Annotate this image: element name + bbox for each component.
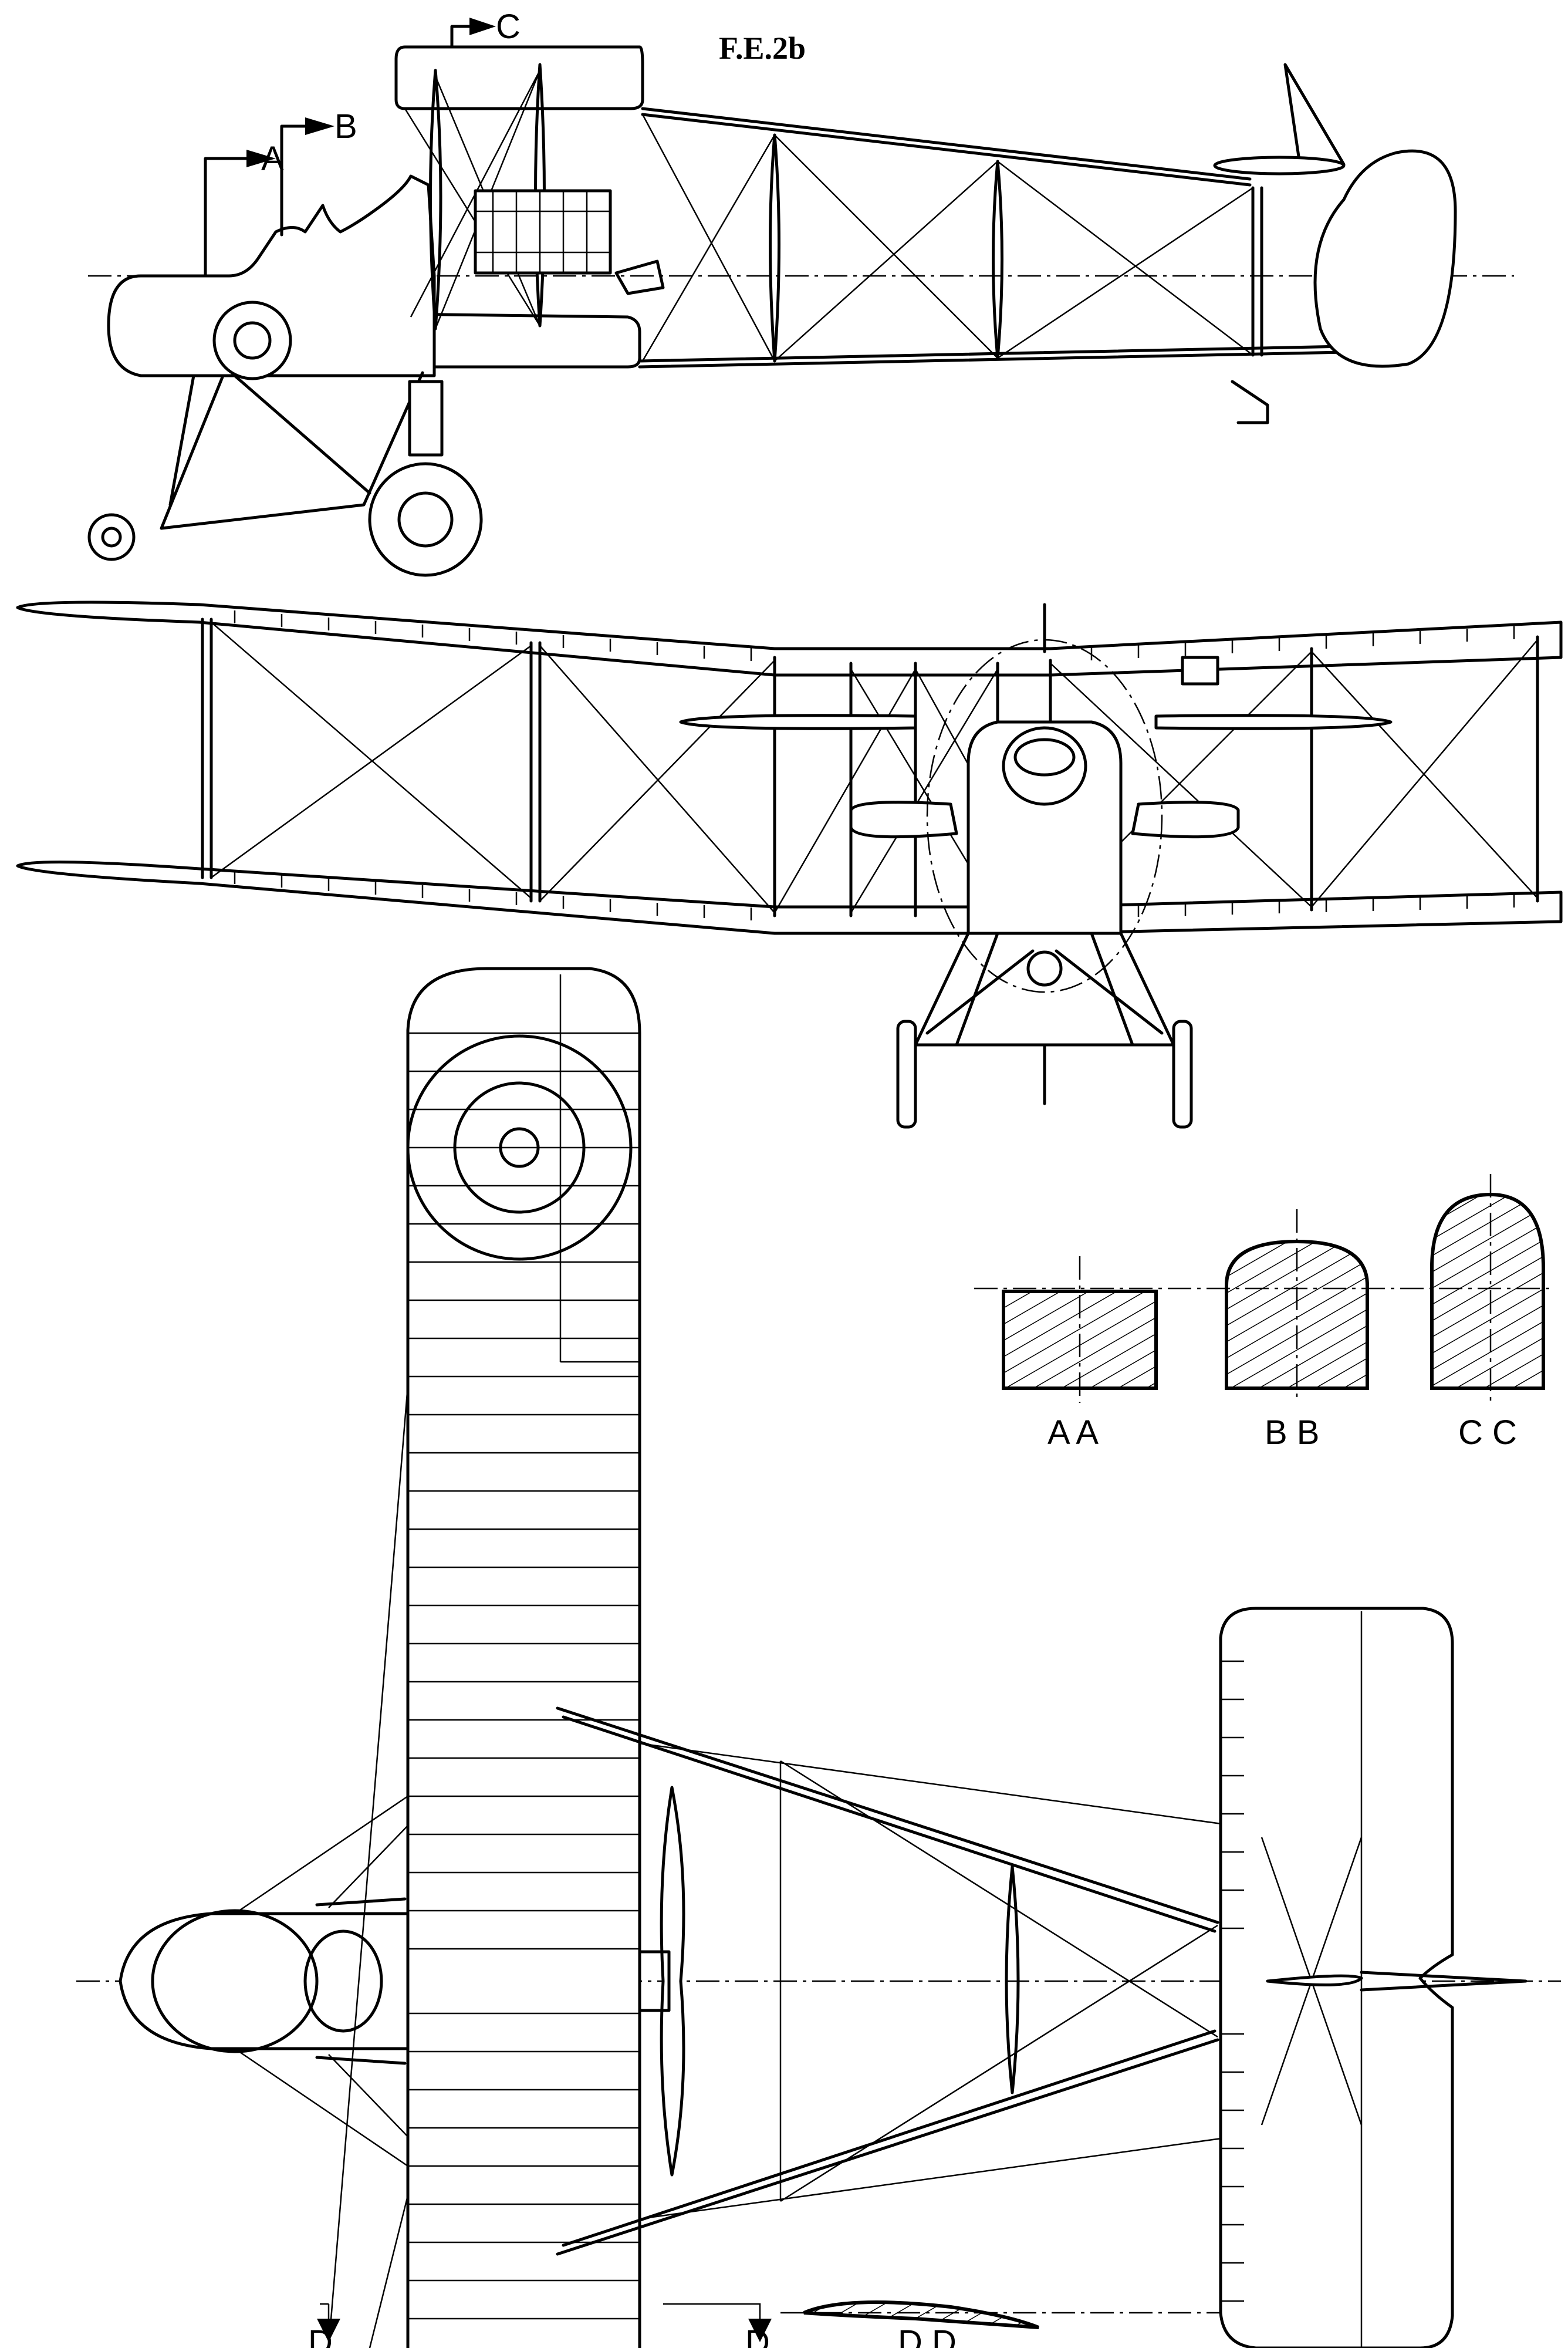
cross-sections: A A B B C C: [974, 1174, 1549, 1452]
section-marker-d-right-label: D: [745, 2323, 770, 2348]
plan-bracing-wires: [639, 1742, 1362, 2220]
side-engine: [474, 189, 612, 275]
plan-nacelle: [119, 1912, 410, 2050]
plan-wing-ribs: [408, 1032, 640, 2320]
plan-view: D D D D: [76, 967, 1561, 2348]
plan-tail-booms-inner: [562, 1715, 1216, 2247]
section-marker-c-arrow: [469, 18, 496, 35]
drawing-title: F.E.2b: [719, 31, 806, 66]
side-oleo-leg: [408, 380, 444, 457]
front-upper-wing: [16, 601, 1563, 677]
side-lower-boom-edge: [638, 345, 1346, 363]
plan-roundel-outer: [406, 1034, 633, 1261]
front-propeller-disc: [926, 639, 1163, 993]
side-propeller-hub: [614, 259, 665, 295]
section-cc-label: C C: [1458, 1413, 1517, 1452]
front-tailplane-left: [679, 714, 917, 730]
front-tank-left: [849, 801, 958, 839]
section-dd-label: D D: [898, 2323, 957, 2348]
plan-rear-cockpit: [303, 1929, 383, 2033]
side-main-wheel: [368, 462, 483, 577]
front-bracing-wires: [211, 622, 1538, 913]
side-engine-cylinders: [475, 191, 610, 273]
front-tailplane-right: [1154, 714, 1393, 730]
side-skid-wheel-hub: [101, 527, 122, 548]
section-marker-d-left-arrow: [317, 2319, 340, 2342]
section-marker-b-arrow: [305, 117, 334, 135]
side-rudder: [1313, 149, 1457, 368]
front-cockpit-opening: [1013, 738, 1076, 777]
side-lower-boom: [638, 350, 1346, 369]
side-upper-wing: [394, 45, 644, 110]
side-upper-boom: [641, 107, 1252, 181]
section-marker-c-label: C: [496, 8, 521, 46]
front-undercarriage-struts: [914, 932, 1175, 1047]
section-dd-airfoil: [803, 2300, 1040, 2329]
side-main-wheel-hub: [397, 491, 454, 548]
plan-engine: [638, 1950, 671, 2012]
plan-tail-booms: [556, 1706, 1219, 2256]
plan-roundel-middle: [453, 1081, 586, 1214]
section-cc-shape: [1430, 1192, 1545, 1390]
plan-fin: [1266, 1974, 1363, 1986]
side-undercarriage-struts: [160, 371, 424, 530]
plan-tailplane-ribs: [1221, 1660, 1244, 2302]
section-marker-d-right-arrow: [748, 2319, 772, 2342]
side-tailskid: [1231, 380, 1269, 424]
side-nose-wheel-hub: [233, 321, 272, 360]
plan-roundel-center: [499, 1127, 540, 1168]
side-skid-wheel: [87, 513, 136, 561]
section-aa-label: A A: [1047, 1413, 1099, 1452]
front-lower-wing: [16, 861, 1563, 935]
plan-wing: [406, 967, 641, 2348]
plan-boom-strut: [1005, 1865, 1020, 2094]
side-view: A B C: [87, 8, 1514, 577]
front-nose-wheel: [1026, 950, 1063, 987]
side-nose-wheel: [212, 301, 292, 380]
side-boom-strut-1: [769, 133, 780, 363]
section-marker-a-arrow: [246, 150, 276, 167]
section-marker-b-label: B: [334, 107, 357, 146]
section-bb-label: B B: [1265, 1413, 1320, 1452]
front-cockpit-ring: [1002, 726, 1087, 806]
front-center-wires: [773, 669, 1052, 913]
plan-front-cockpit: [151, 1909, 319, 2053]
plan-propeller: [660, 1786, 685, 2177]
side-bracing-wires: [641, 114, 1253, 362]
side-tailplane: [1213, 156, 1346, 176]
side-upper-boom-edge: [641, 113, 1252, 187]
front-view: [16, 601, 1563, 1129]
section-marker-d-left-label: D: [308, 2323, 333, 2348]
side-boom-strut-2: [992, 160, 1003, 360]
front-gravity-tank: [1181, 656, 1219, 686]
front-wheel-right: [1172, 1020, 1193, 1129]
front-tank-right: [1131, 801, 1240, 839]
side-fin: [1283, 63, 1346, 166]
front-wheel-left: [896, 1020, 917, 1129]
plan-nacelle-wires: [234, 1385, 409, 2348]
plan-rudder: [1360, 1971, 1528, 1992]
side-boom-strut-3: [1251, 186, 1263, 357]
